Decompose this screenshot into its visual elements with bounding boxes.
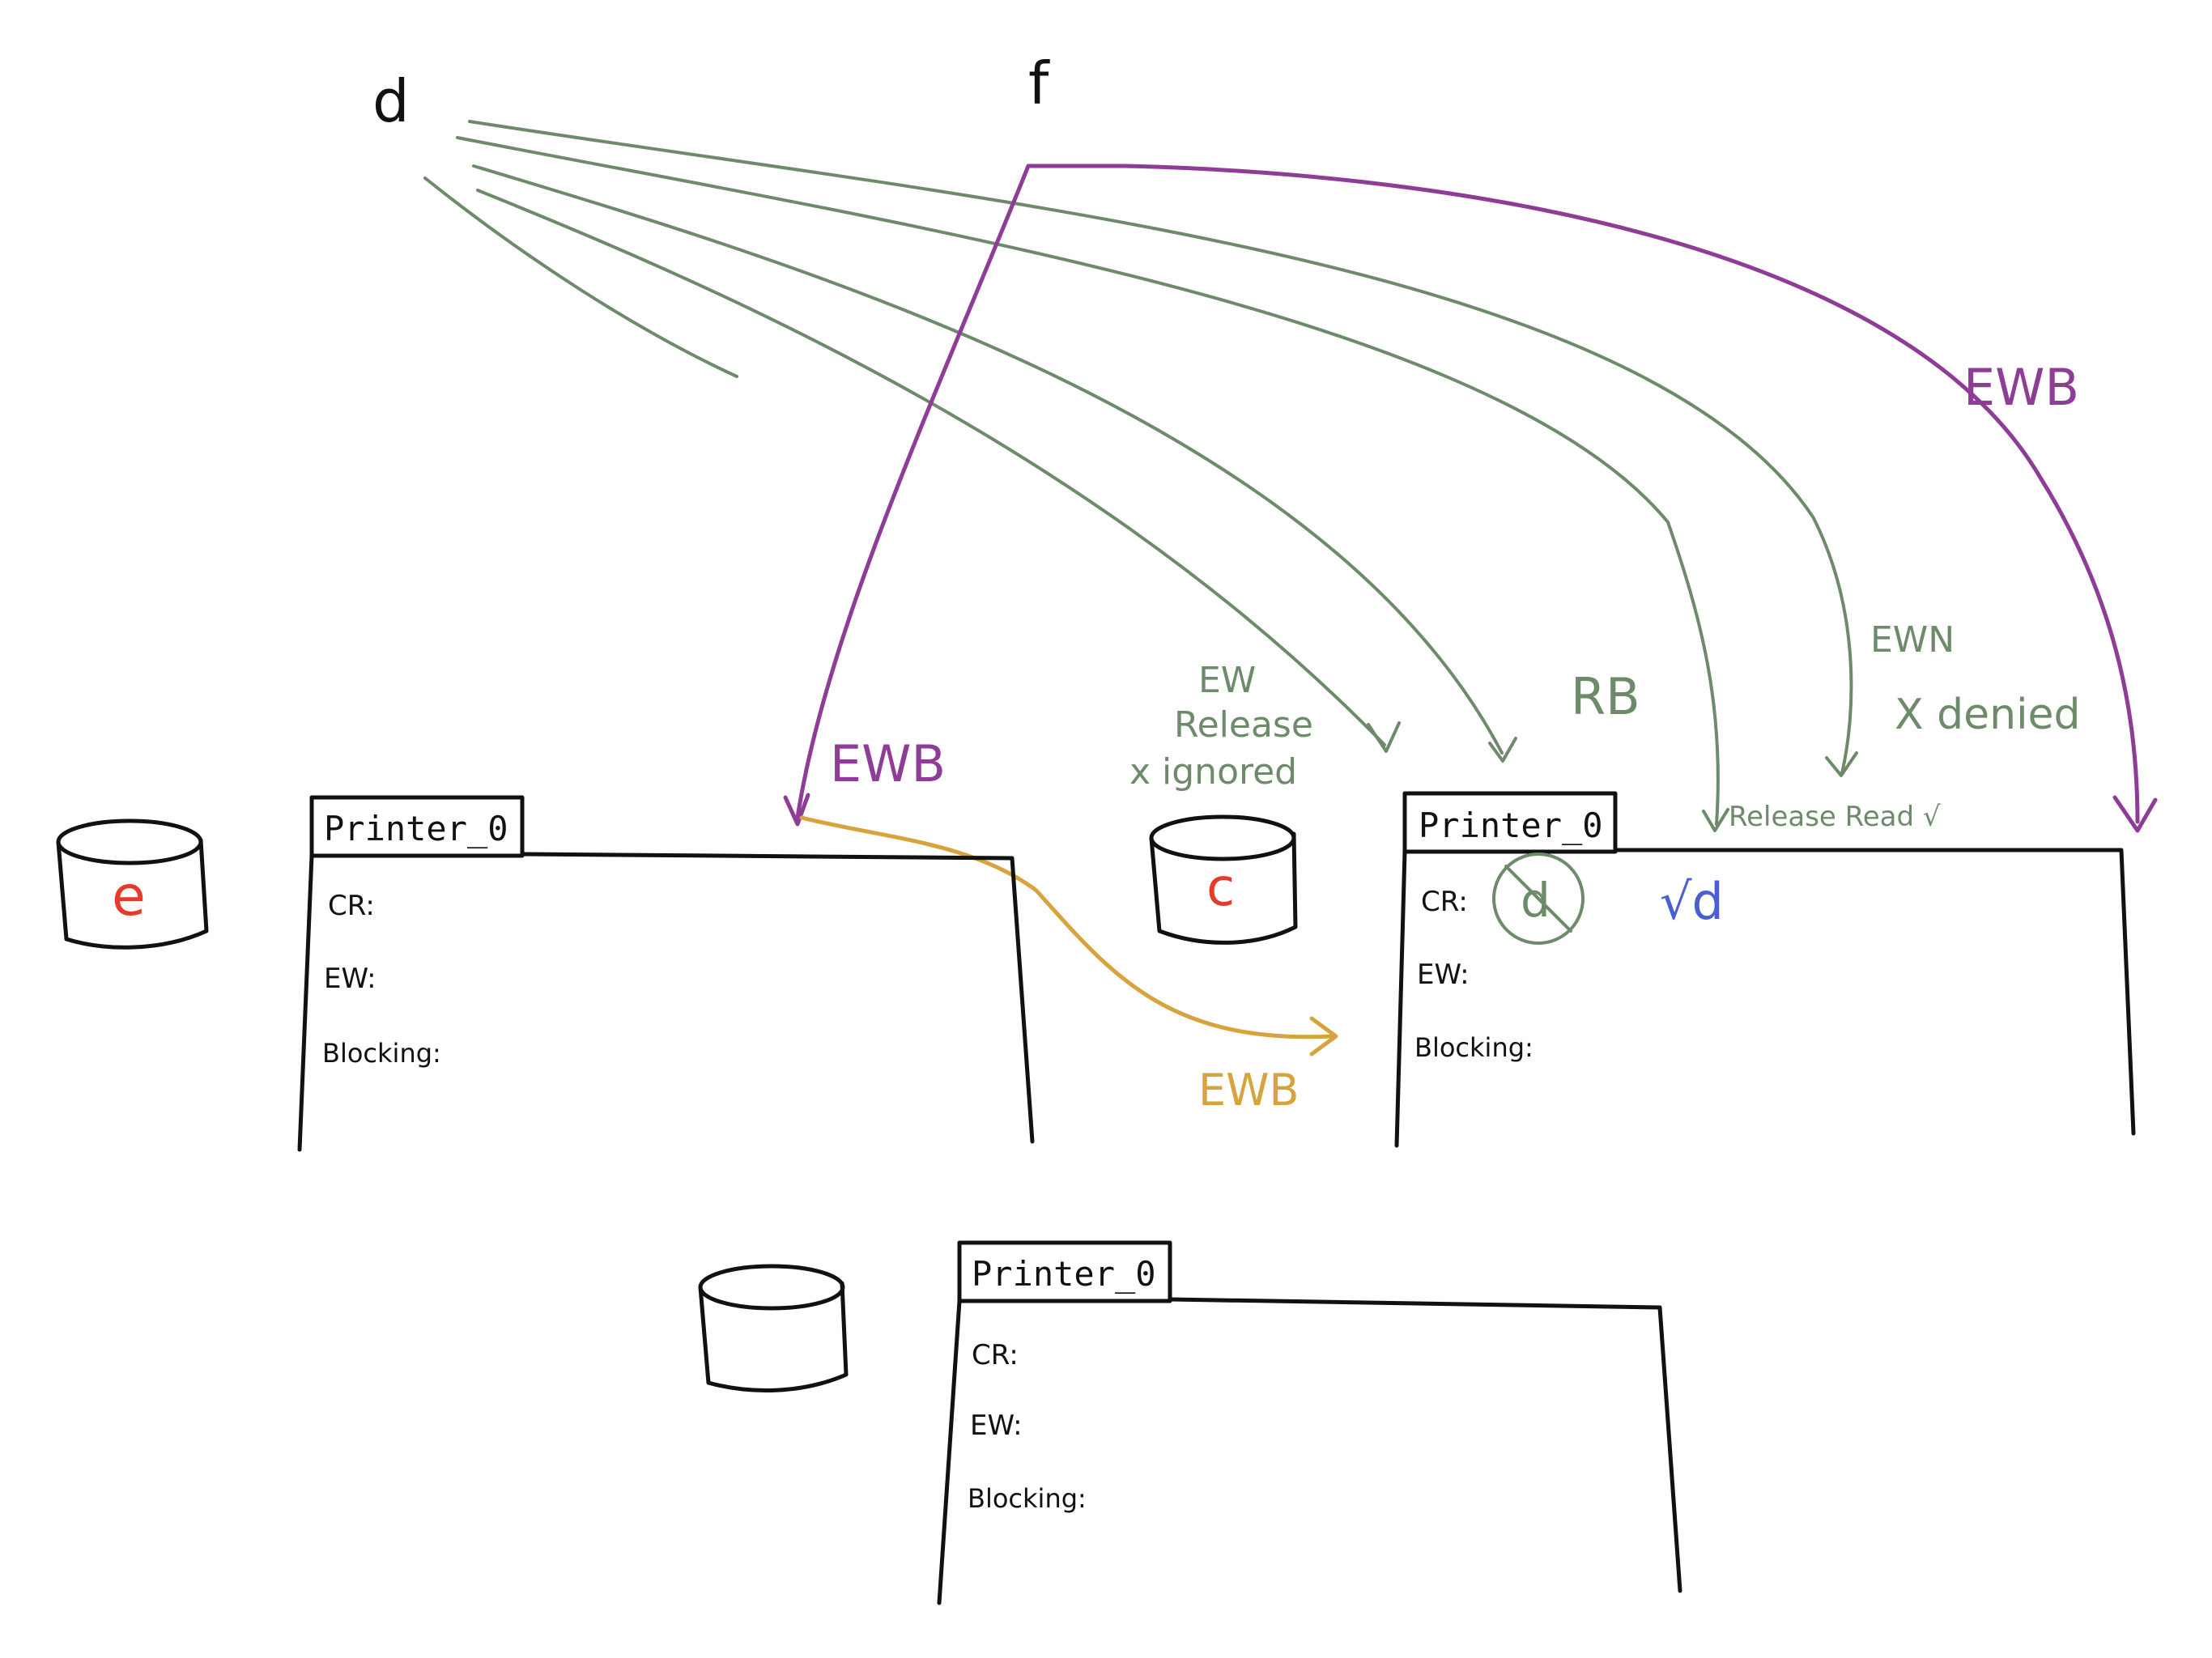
annotation-ewb-gold: EWB <box>1198 1065 1300 1116</box>
annotation-ewb-top-right: EWB <box>1963 358 2079 417</box>
printer-left: Printer_0 CR: EW: Blocking: <box>297 795 1035 1152</box>
cylinder-bottom <box>698 1264 849 1392</box>
printer-left-title: Printer_0 <box>324 809 508 848</box>
d-to-ewn-arrowhead <box>1825 751 1858 777</box>
f-to-right-printer-line <box>1026 164 2140 824</box>
printer-right-left-edge <box>1394 849 1407 1148</box>
annotation-x-denied: X denied <box>1895 691 2081 739</box>
d-to-release-read-line <box>456 136 1720 826</box>
printer-right-cr-circle <box>1492 852 1585 945</box>
cylinder-e-top <box>56 818 203 865</box>
printer-right-blocking-label: Blocking: <box>1414 1032 1534 1063</box>
printer-right-ew-label: EW: <box>1417 959 1470 991</box>
gold-arrow-line <box>799 815 1334 1039</box>
cylinder-e: e <box>56 818 209 950</box>
annotation-release-read: Release Read √ <box>1729 801 1941 833</box>
annotation-ew-release-line2: Release <box>1174 704 1313 746</box>
printer-right-cr-value: d <box>1521 873 1551 928</box>
printer-left-top-right-edge <box>520 852 1035 1144</box>
cylinder-c-body <box>1149 831 1298 945</box>
printer-bottom-ew-label: EW: <box>970 1409 1023 1442</box>
green-arrows-from-d <box>423 120 1858 832</box>
printer-right-cr-new-value: √d <box>1660 872 1724 931</box>
printer-bottom-top-right-edge <box>1168 1297 1682 1593</box>
printer-left-tab <box>309 795 525 858</box>
annotation-rb: RB <box>1571 667 1640 726</box>
gold-arrowhead <box>1309 1016 1338 1056</box>
printer-right-tab <box>1402 791 1618 854</box>
cylinder-bottom-top <box>698 1264 845 1311</box>
printer-right-cr-label: CR: <box>1421 886 1468 918</box>
cylinder-bottom-body <box>698 1281 849 1392</box>
printer-right: Printer_0 CR: d √d EW: Blocking: <box>1394 791 2136 1148</box>
d-to-ewn-line <box>468 120 1853 775</box>
d-to-release-read-arrowhead <box>1702 808 1729 832</box>
cylinder-e-label: e <box>112 865 146 929</box>
printer-bottom-left-edge <box>937 1299 962 1605</box>
printer-right-title: Printer_0 <box>1419 806 1603 845</box>
printer-left-blocking-label: Blocking: <box>322 1038 441 1069</box>
d-stub-line <box>423 176 738 378</box>
printer-bottom-blocking-label: Blocking: <box>968 1483 1087 1514</box>
printer-bottom: Printer_0 CR: EW: Blocking: <box>937 1240 1682 1605</box>
f-to-left-printer-arrowhead <box>783 793 810 827</box>
d-to-rb-line <box>472 164 1504 755</box>
printer-left-ew-label: EW: <box>324 963 376 995</box>
cylinder-c-label: c <box>1206 858 1235 918</box>
printer-bottom-tab <box>957 1240 1172 1303</box>
annotation-ew-release-line3: x ignored <box>1129 751 1297 793</box>
f-to-right-printer-arrowhead <box>2112 795 2158 833</box>
printer-left-cr-label: CR: <box>328 890 375 922</box>
printer-bottom-cr-label: CR: <box>972 1339 1019 1371</box>
node-d-label: d <box>372 67 410 135</box>
f-to-left-printer-line <box>795 164 1031 820</box>
printer-right-top-right-edge <box>1613 848 2136 1136</box>
annotation-ewb-left: EWB <box>830 734 946 793</box>
cylinder-e-body <box>56 838 209 950</box>
printer-bottom-title: Printer_0 <box>972 1254 1156 1294</box>
d-to-ew-release-arrowhead <box>1367 721 1401 753</box>
purple-arrows-from-f <box>783 164 2158 833</box>
d-to-ew-release-line <box>476 189 1386 746</box>
d-to-rb-arrowhead <box>1488 737 1517 763</box>
gold-arrow <box>799 815 1338 1056</box>
annotation-ew-release-line1: EW <box>1198 660 1256 701</box>
cylinder-c: c <box>1149 814 1298 945</box>
annotation-ewn: EWN <box>1870 619 1955 661</box>
node-f-label: f <box>1028 49 1050 117</box>
printer-left-left-edge <box>297 853 314 1152</box>
cylinder-c-top <box>1149 814 1296 861</box>
printer-right-cr-strike <box>1504 865 1572 933</box>
